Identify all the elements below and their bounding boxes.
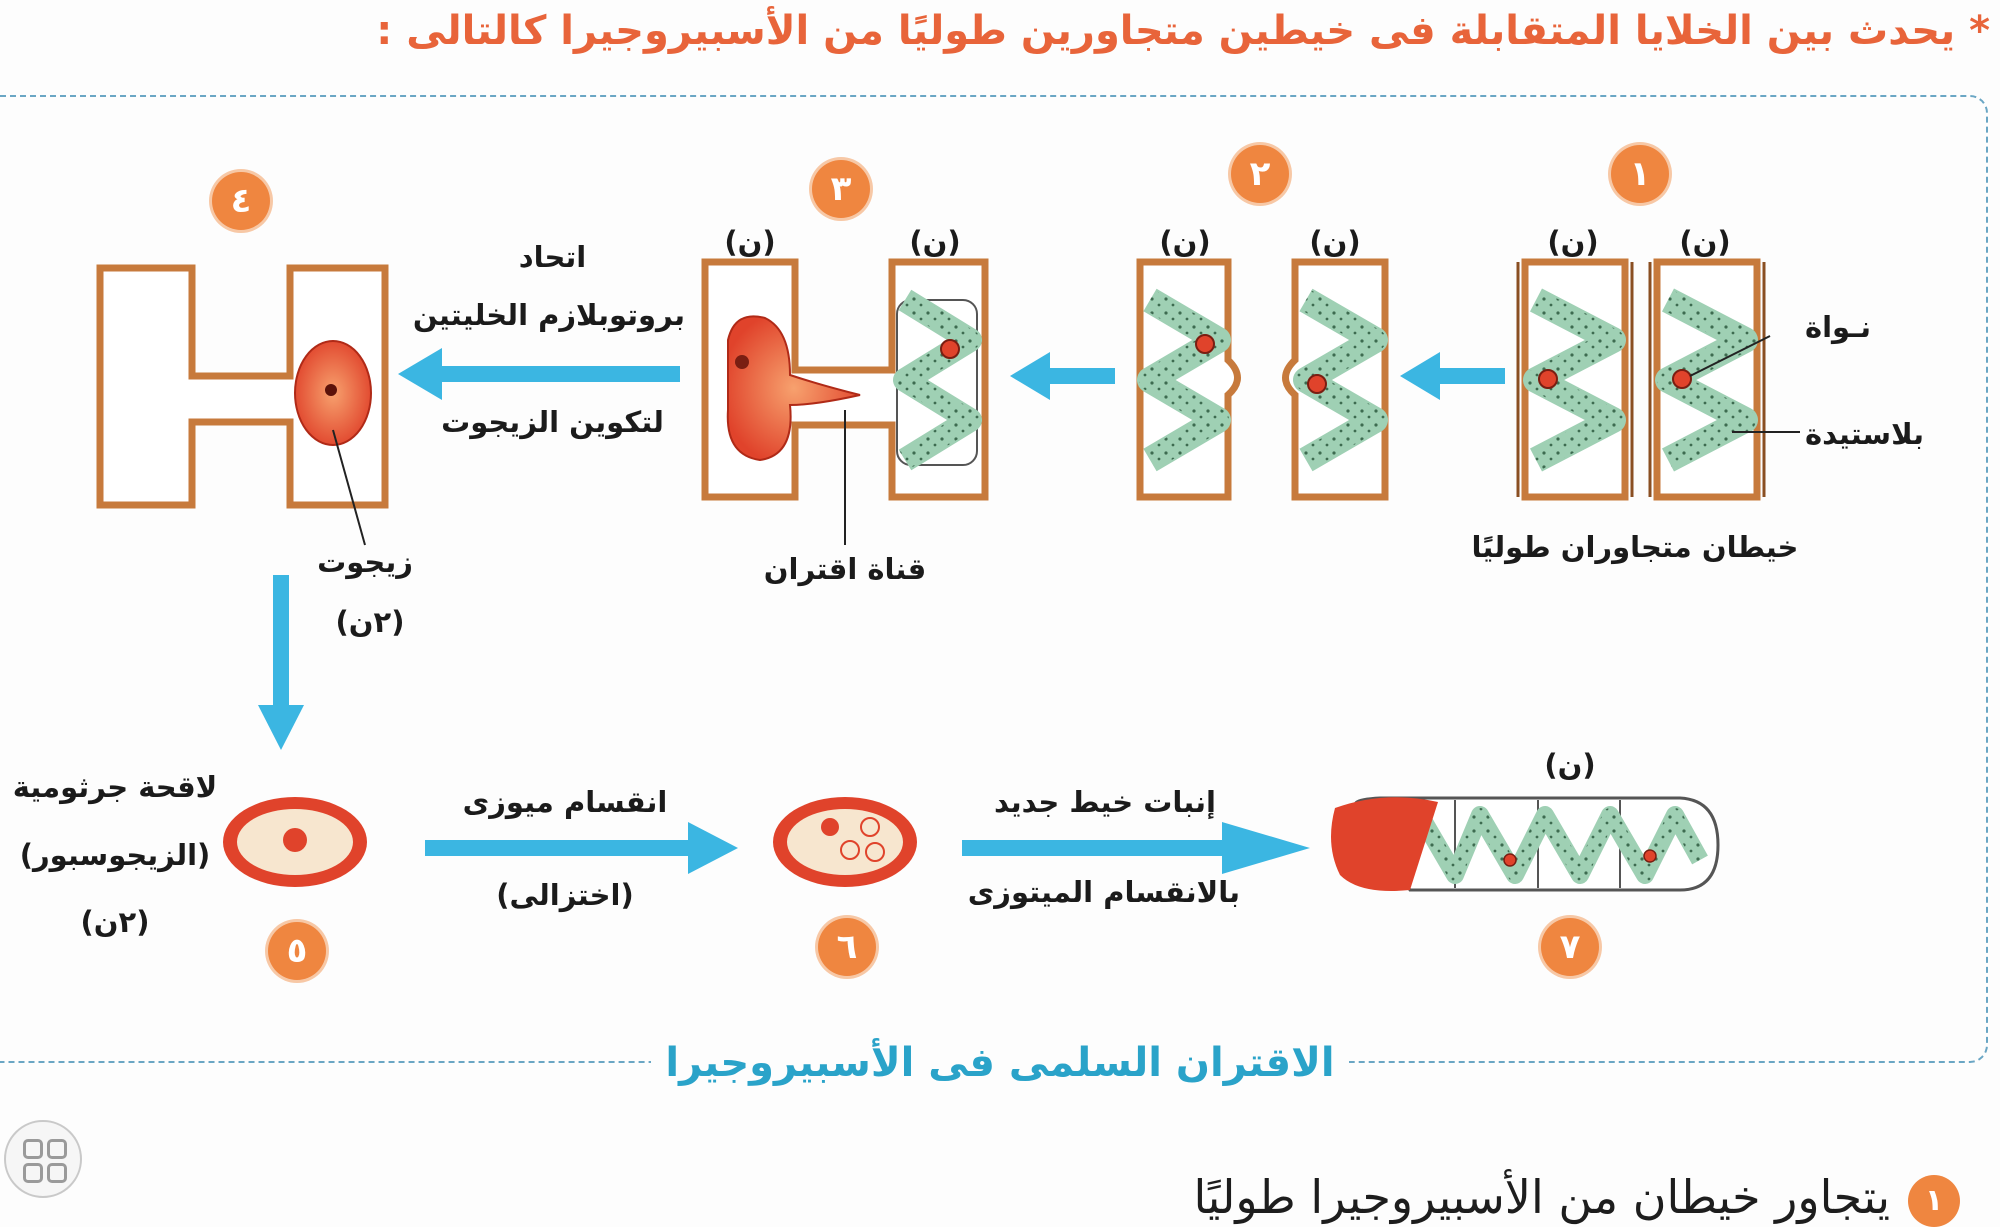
arrow-6-to-7 — [962, 822, 1310, 874]
next-section-text: يتجاور خيطان من الأسبيروجيرا طوليًا — [1193, 1170, 1891, 1224]
ploidy-label: (ن) — [1679, 225, 1731, 259]
ploidy-label: (ن) — [1309, 225, 1361, 259]
stage6-meiosis-product — [773, 797, 917, 887]
grid-square-icon — [23, 1139, 43, 1159]
grid-square-icon — [47, 1163, 67, 1183]
arrow-4-to-5 — [258, 575, 304, 750]
ploidy-2n-label: (٢ن) — [80, 905, 150, 939]
grid-square-icon — [47, 1139, 67, 1159]
stage-badge-2: ٢ — [1231, 145, 1289, 203]
ploidy-label: (ن) — [909, 225, 961, 259]
stage1-filament-right — [1648, 258, 1766, 501]
stage4-cells — [96, 264, 389, 509]
stage-badge-4: ٤ — [212, 172, 270, 230]
stage3-cells — [701, 258, 989, 501]
stage5-zygospore — [223, 797, 367, 887]
diagram-caption: الاقتران السلمى فى الأسبيروجيرا — [0, 1040, 2000, 1086]
zygospore-label-line1: لاقحة جرثومية — [12, 770, 218, 804]
meiosis-label-line2: (اختزالى) — [496, 878, 634, 912]
spirogyra-conjugation-diagram — [96, 258, 1800, 892]
zygote-label: زيجوت — [317, 545, 413, 579]
stage-badge-1: ١ — [1611, 145, 1669, 203]
plastid-label: بلاستيدة — [1805, 417, 1924, 451]
fusion-label-line1: اتحاد — [518, 240, 587, 274]
arrow-5-to-6 — [425, 822, 738, 874]
stage2-cell-right — [1282, 258, 1389, 501]
stage-badge-6: ٦ — [818, 918, 876, 976]
meiosis-label-line1: انقسام ميوزى — [462, 785, 668, 819]
stage-badge-7: ٧ — [1541, 918, 1599, 976]
zygospore-label-line2: (الزيجوسبور) — [19, 838, 211, 872]
page-title: * يحدث بين الخلايا المتقابلة فى خيطين مت… — [376, 8, 1990, 54]
stage2-cell-left — [1136, 258, 1241, 501]
filaments-label: خيطان متجاوران طوليًا — [1471, 530, 1799, 564]
stage7-new-filament — [1331, 796, 1720, 892]
stage-badge-3: ٣ — [812, 160, 870, 218]
stage1-filament-left — [1516, 258, 1634, 501]
arrow-2-to-3 — [1010, 352, 1115, 400]
grid-view-button[interactable] — [4, 1120, 82, 1198]
zygote-pointer — [332, 429, 366, 546]
fusion-label-line3: لتكوين الزيجوت — [441, 405, 664, 439]
fusion-label-line2: بروتوبلازم الخليتين — [412, 298, 685, 332]
arrow-1-to-2 — [1400, 352, 1505, 400]
ploidy-label: (ن) — [724, 225, 776, 259]
channel-label: قناة اقتران — [763, 552, 927, 586]
next-section-badge: ١ — [1908, 1175, 1960, 1227]
ploidy-label: (ن) — [1544, 748, 1596, 782]
nucleus-pointer — [1689, 335, 1771, 377]
arrow-3-to-4 — [398, 348, 680, 400]
ploidy-label: (ن) — [1547, 225, 1599, 259]
ploidy-label: (ن) — [1159, 225, 1211, 259]
germination-label-line2: بالانقسام الميتوزى — [967, 875, 1240, 909]
nucleus-label: نـواة — [1805, 310, 1872, 344]
grid-square-icon — [23, 1163, 43, 1183]
ploidy-2n-label: (٢ن) — [335, 605, 405, 639]
stage-badge-5: ٥ — [268, 922, 326, 980]
germination-label-line1: إنبات خيط جديد — [994, 785, 1216, 819]
